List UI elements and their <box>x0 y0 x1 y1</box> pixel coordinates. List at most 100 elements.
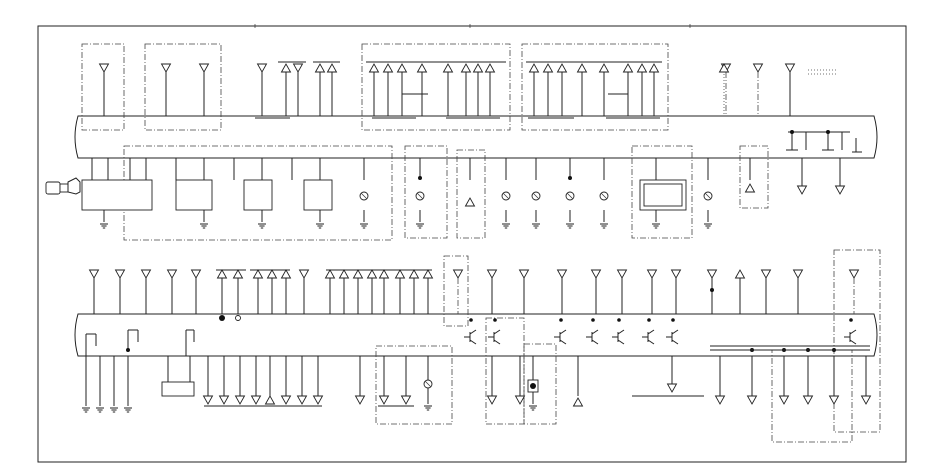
connector-up-7 <box>442 63 454 73</box>
connector-up-3 <box>368 63 380 73</box>
ground-upper-11 <box>704 223 712 229</box>
connector-low-up-5 <box>324 269 336 279</box>
ignition-key-icon <box>45 177 81 195</box>
connector-down-2 <box>198 63 210 73</box>
group-box-g <box>456 149 486 239</box>
connector-low-up-8 <box>366 269 378 279</box>
connector-low-up-4 <box>280 269 292 279</box>
connector-low-below-c <box>666 383 678 393</box>
connector-down-right-1 <box>834 185 846 195</box>
connector-low-below-3 <box>250 395 262 405</box>
ground-upper-6 <box>502 223 510 229</box>
connector-low-down-15 <box>760 269 772 279</box>
connector-low-down-14 <box>706 269 718 279</box>
connector-up-5 <box>396 63 408 73</box>
ground-lower-lamp <box>424 405 432 411</box>
connector-low-below-4 <box>280 395 292 405</box>
lamp-icon <box>501 191 511 201</box>
group-box-i <box>739 145 769 209</box>
lamp-icon <box>423 379 433 389</box>
group-box-m <box>375 345 453 425</box>
lamp-icon <box>531 191 541 201</box>
ground-upper-9 <box>600 223 608 229</box>
group-box-l <box>523 343 557 425</box>
ground-lower-2 <box>110 407 118 413</box>
connector-low-down-0 <box>88 269 100 279</box>
ground-upper-7 <box>532 223 540 229</box>
upper-bus-module <box>74 115 878 159</box>
connector-low-down-6 <box>452 269 464 279</box>
connector-low-below-0 <box>202 395 214 405</box>
connector-up-10 <box>484 63 496 73</box>
connector-low-below-5 <box>296 395 308 405</box>
lamp-icon <box>565 191 575 201</box>
connector-low-up-1 <box>232 269 244 279</box>
transistor-icon <box>464 318 477 345</box>
ground-upper-1 <box>200 223 208 229</box>
connector-up-8 <box>460 63 472 73</box>
group-box-j <box>443 255 469 327</box>
connector-up-4 <box>382 63 394 73</box>
ground-upper-8 <box>566 223 574 229</box>
connector-low-up-6 <box>338 269 350 279</box>
connector-low-down-12 <box>646 269 658 279</box>
group-box-n <box>771 349 853 443</box>
connector-down-right-0 <box>796 185 808 195</box>
connector-low-below-10 <box>486 395 498 405</box>
ground-upper-5 <box>416 223 424 229</box>
connector-up-below-a <box>464 197 476 207</box>
transistor-icon <box>612 318 625 345</box>
connector-down-3 <box>256 63 268 73</box>
connector-low-down-16 <box>792 269 804 279</box>
lamp-icon <box>703 191 713 201</box>
connector-low-up-12 <box>422 269 434 279</box>
connector-up-15 <box>598 63 610 73</box>
connector-low-down-3 <box>166 269 178 279</box>
connector-up-9 <box>472 63 484 73</box>
connector-down-7 <box>784 63 796 73</box>
group-box-o <box>833 249 881 433</box>
connector-up-1 <box>314 63 326 73</box>
ground-lower-1 <box>96 407 104 413</box>
connector-low-up-0 <box>216 269 228 279</box>
connector-down-4 <box>292 63 304 73</box>
transistor-icon <box>554 318 567 345</box>
lower-switch-cluster <box>85 315 241 356</box>
connector-low-up-11 <box>408 269 420 279</box>
connector-up-0 <box>280 63 292 73</box>
top-connector-group <box>98 63 796 116</box>
group-box-c <box>361 43 511 131</box>
connector-up-below-b <box>744 183 756 193</box>
connector-low-down-13 <box>670 269 682 279</box>
transistor-icon <box>586 318 599 345</box>
connector-low-up-13 <box>734 269 746 279</box>
connector-low-below-1 <box>218 395 230 405</box>
connector-low-below-7 <box>354 395 366 405</box>
connector-low-down-10 <box>590 269 602 279</box>
connector-low-below-2 <box>234 395 246 405</box>
ground-lower-3 <box>124 407 132 413</box>
connector-low-below-9 <box>400 395 412 405</box>
connector-down-6 <box>752 63 764 73</box>
connector-low-below-up-b <box>572 397 584 407</box>
connector-up-13 <box>556 63 568 73</box>
connector-low-down-7 <box>486 269 498 279</box>
connector-low-below-12 <box>714 395 726 405</box>
connector-low-below-17 <box>860 395 872 405</box>
connector-up-11 <box>528 63 540 73</box>
ground-upper-0 <box>100 223 108 229</box>
connector-low-down-1 <box>114 269 126 279</box>
ground-upper-3 <box>316 223 324 229</box>
connector-low-down-9 <box>556 269 568 279</box>
connector-low-down-2 <box>140 269 152 279</box>
connector-low-below-13 <box>746 395 758 405</box>
connector-low-up-2 <box>252 269 264 279</box>
connector-low-up-9 <box>378 269 390 279</box>
connector-up-14 <box>576 63 588 73</box>
sensor-icon <box>527 379 539 393</box>
connector-low-down-8 <box>518 269 530 279</box>
group-box-d <box>521 43 669 131</box>
connector-low-up-3 <box>266 269 278 279</box>
